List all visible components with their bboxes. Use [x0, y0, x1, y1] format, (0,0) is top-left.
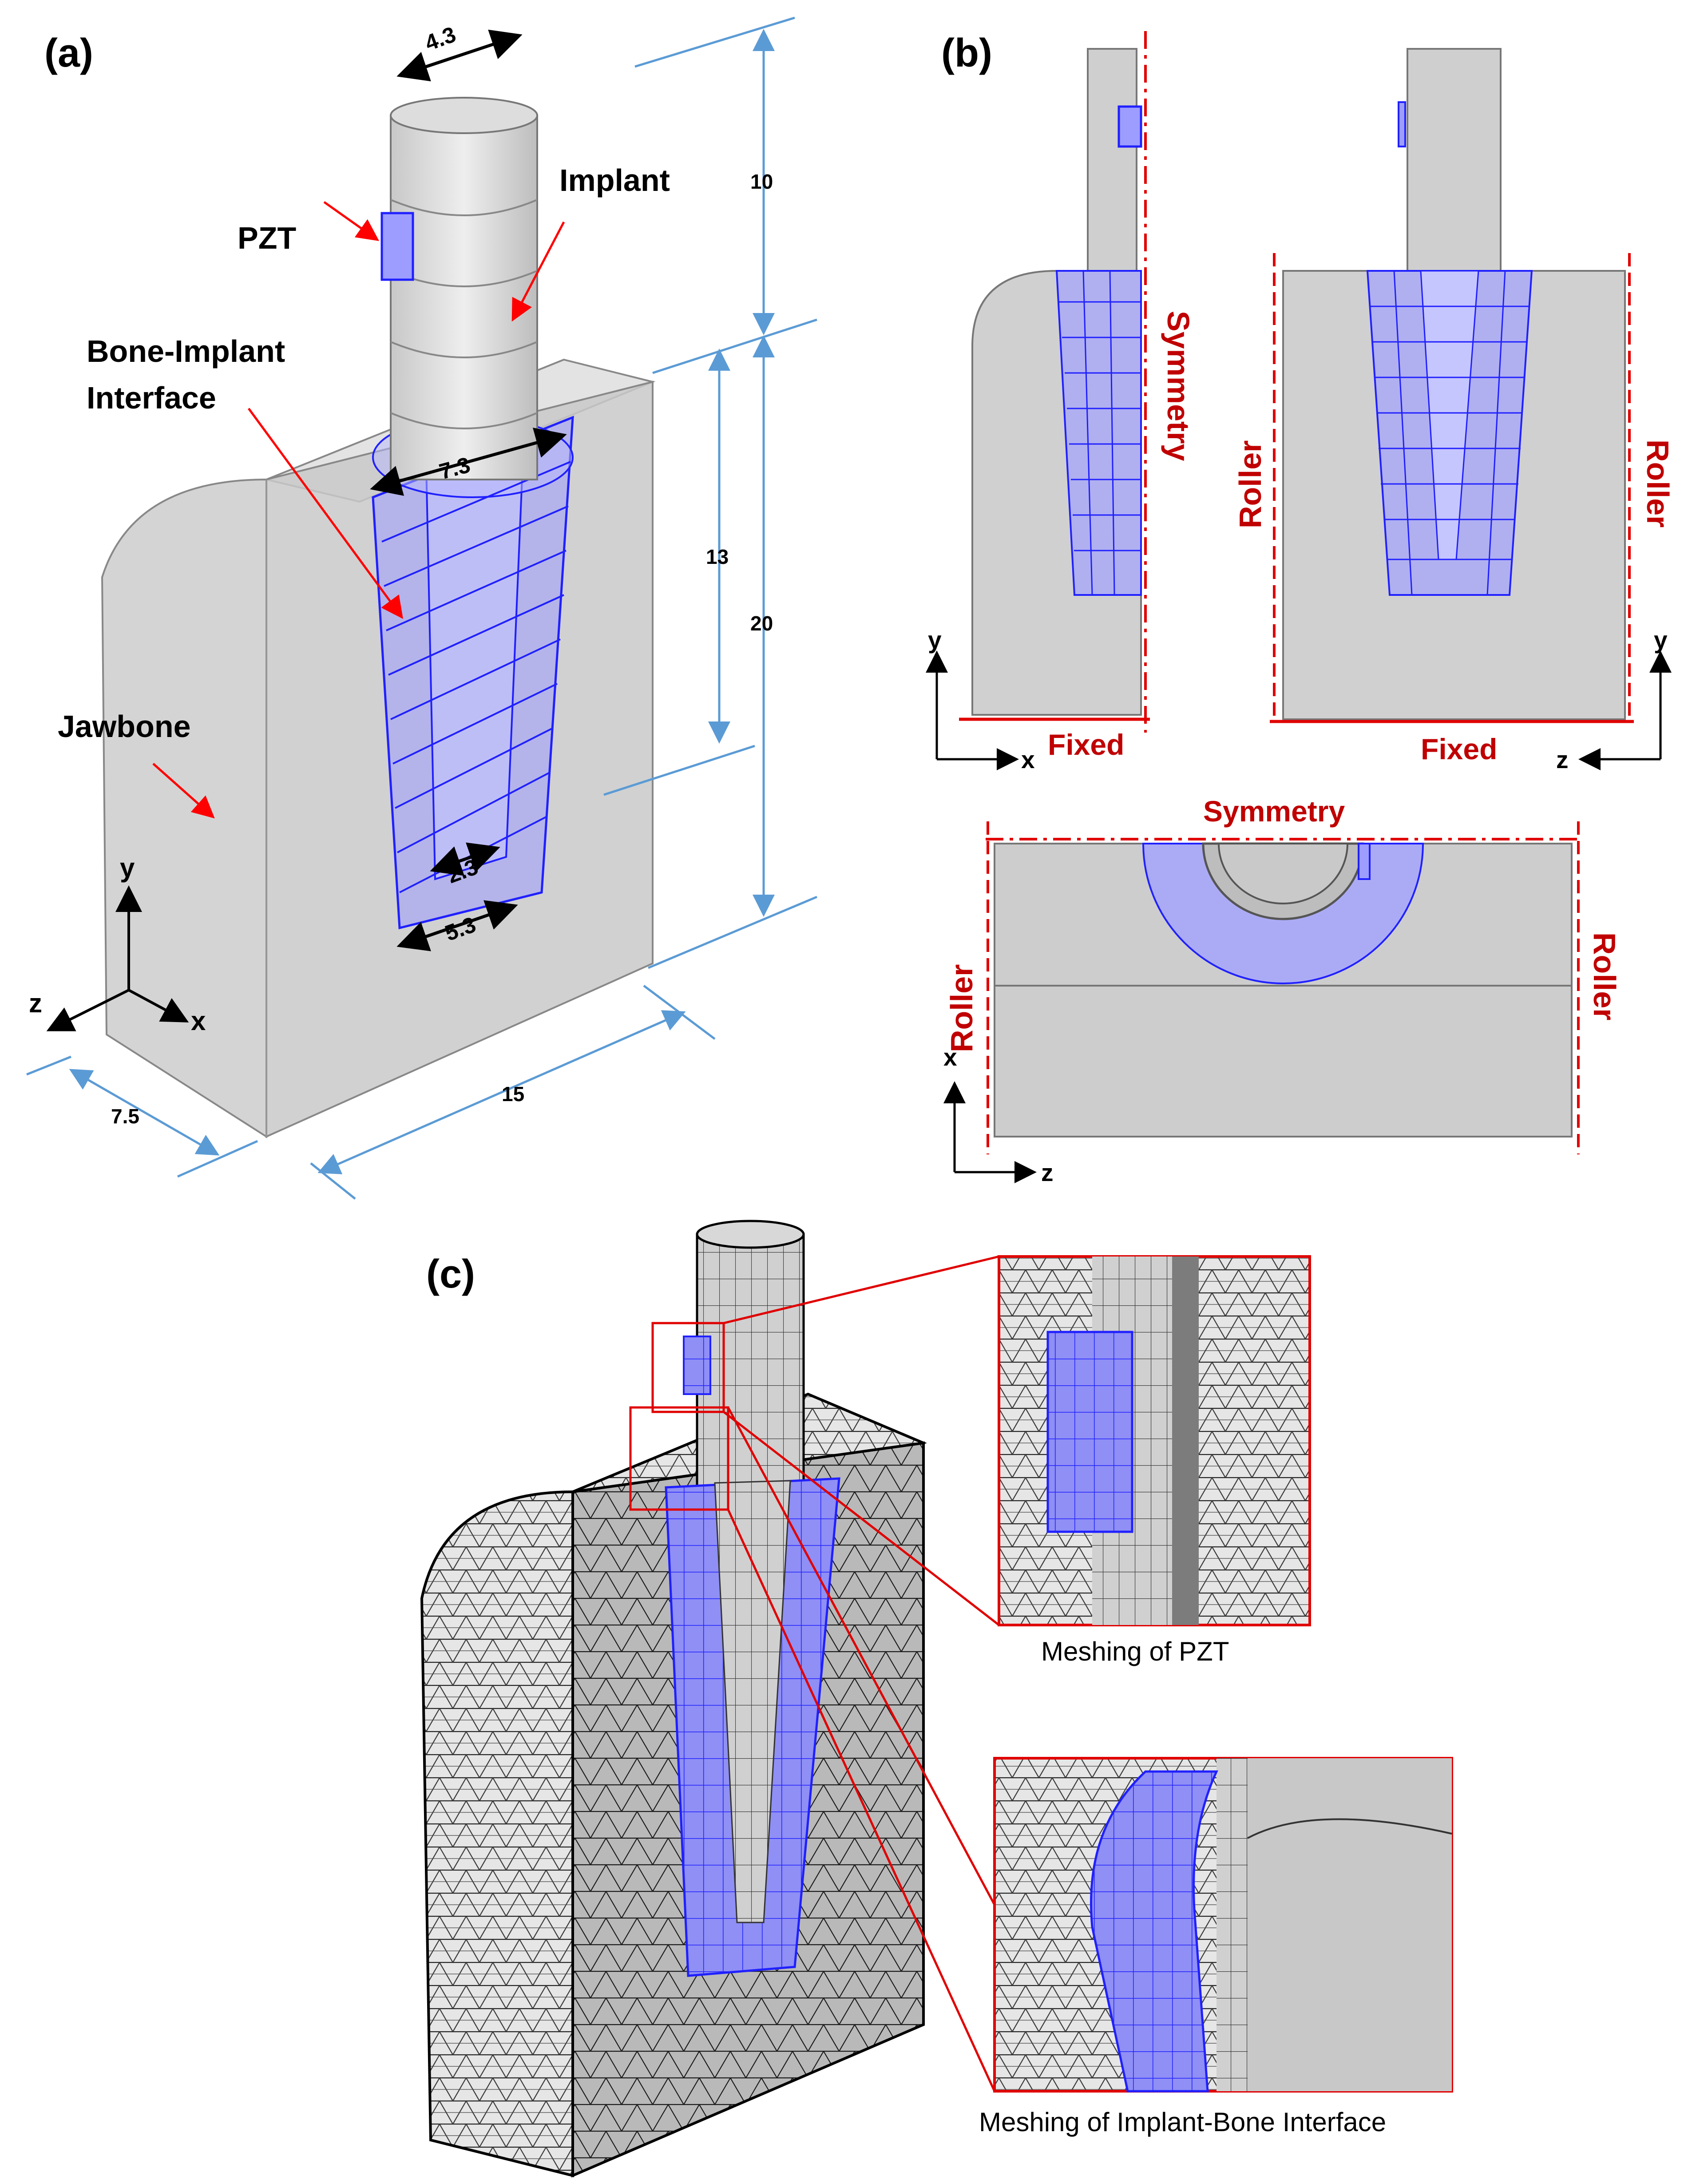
- panel-c: (c) Meshing of PZT: [420, 1220, 1453, 2178]
- axes-a: [46, 885, 189, 1031]
- side-axis-x: x: [1021, 746, 1035, 773]
- top-axis-x: x: [943, 1043, 957, 1071]
- axis-a-x: x: [191, 1006, 206, 1036]
- side-fixed: Fixed: [1048, 728, 1124, 761]
- axis-a-y: y: [120, 853, 135, 883]
- front-fixed: Fixed: [1421, 733, 1497, 765]
- bone-implant-interface: [372, 416, 574, 930]
- label-interface-2: Interface: [87, 381, 216, 415]
- top-roller-right: Roller: [1587, 932, 1622, 1020]
- label-jawbone: Jawbone: [58, 709, 191, 744]
- zoom-connectors: [629, 1255, 1000, 2092]
- zoom-interface: [993, 1757, 1453, 2093]
- axis-a-z: z: [29, 988, 42, 1018]
- dimensions-black: [370, 29, 567, 951]
- dim-20: 20: [750, 612, 773, 635]
- side-view: [959, 31, 1150, 733]
- dim-7-5: 7.5: [111, 1105, 139, 1128]
- panel-b: (b) Symmetry Fixed y x: [926, 31, 1675, 1186]
- panel-b-label: (b): [941, 31, 992, 75]
- dim-4-3: 4.3: [422, 22, 459, 55]
- axes-side: [926, 650, 1019, 770]
- zoom-pzt: [998, 1255, 1311, 1626]
- dimensions-blue: [26, 16, 817, 1200]
- side-axis-y: y: [928, 626, 942, 654]
- pzt-patch: [380, 212, 414, 281]
- label-interface-1: Bone-Implant: [87, 334, 285, 369]
- dim-13: 13: [706, 545, 729, 568]
- panel-a-label: (a): [44, 31, 93, 75]
- axes-front: [1578, 650, 1672, 770]
- caption-interface: Meshing of Implant-Bone Interface: [979, 2107, 1386, 2137]
- caption-pzt: Meshing of PZT: [1041, 1637, 1229, 1666]
- dim-15: 15: [502, 1082, 524, 1106]
- panel-c-label: (c): [426, 1252, 475, 1296]
- top-view: [986, 821, 1581, 1154]
- implant: [390, 97, 538, 480]
- label-pzt: PZT: [238, 221, 296, 255]
- meshed-model: [420, 1220, 927, 2178]
- panel-a: (a) 4.3 7.3: [26, 16, 817, 1200]
- top-axis-z: z: [1041, 1159, 1054, 1186]
- top-symmetry: Symmetry: [1203, 795, 1345, 828]
- front-view: [1270, 48, 1634, 723]
- axes-top: [943, 1081, 1037, 1183]
- side-symmetry: Symmetry: [1161, 311, 1196, 461]
- dim-10: 10: [750, 170, 773, 193]
- front-axis-z: z: [1556, 746, 1569, 773]
- top-roller-left: Roller: [944, 964, 979, 1052]
- front-roller-left: Roller: [1233, 440, 1268, 528]
- label-implant: Implant: [559, 163, 670, 198]
- front-axis-y: y: [1654, 626, 1668, 654]
- front-roller-right: Roller: [1641, 440, 1675, 527]
